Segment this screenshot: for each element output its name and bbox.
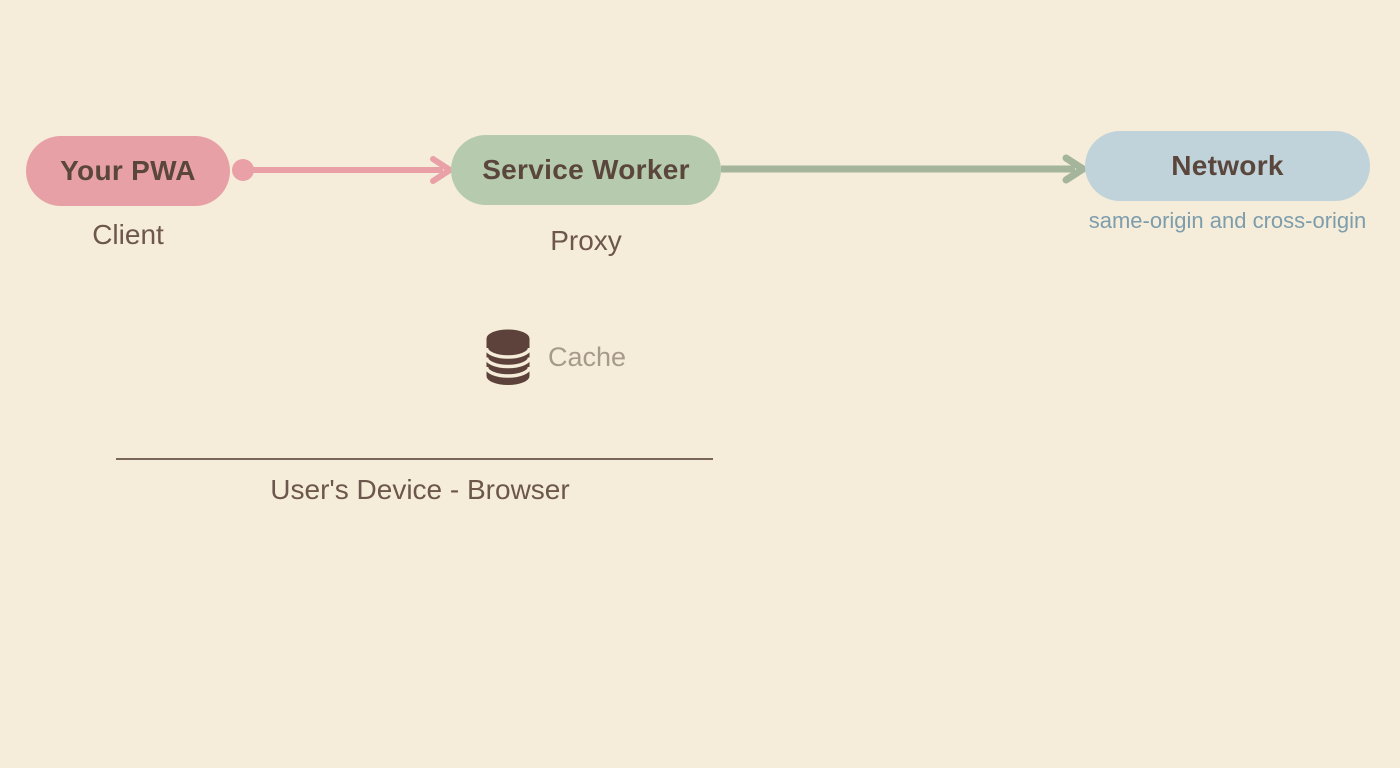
network-caption: same-origin and cross-origin [1088, 208, 1367, 233]
database-icon [485, 329, 531, 385]
cache-label: Cache [548, 342, 627, 372]
service-worker-to-network-arrow [721, 154, 1087, 184]
device-boundary-line [116, 458, 713, 460]
device-boundary-label: User's Device - Browser [270, 474, 570, 505]
service-worker-node-title: Service Worker [482, 154, 690, 185]
pwa-to-service-worker-arrow [232, 156, 453, 184]
pwa-node-title: Your PWA [60, 155, 196, 186]
service-worker-node: Service Worker [451, 135, 721, 205]
network-node-title: Network [1171, 150, 1284, 181]
arrowhead-icon [1062, 154, 1087, 184]
arrowhead-icon [430, 156, 453, 184]
cache-group: Cache [485, 329, 626, 386]
network-node: Network [1085, 131, 1370, 201]
pwa-node: Your PWA [26, 136, 230, 206]
pwa-caption: Client [92, 219, 164, 250]
arrow-start-dot [232, 159, 254, 181]
service-worker-caption: Proxy [550, 225, 622, 256]
